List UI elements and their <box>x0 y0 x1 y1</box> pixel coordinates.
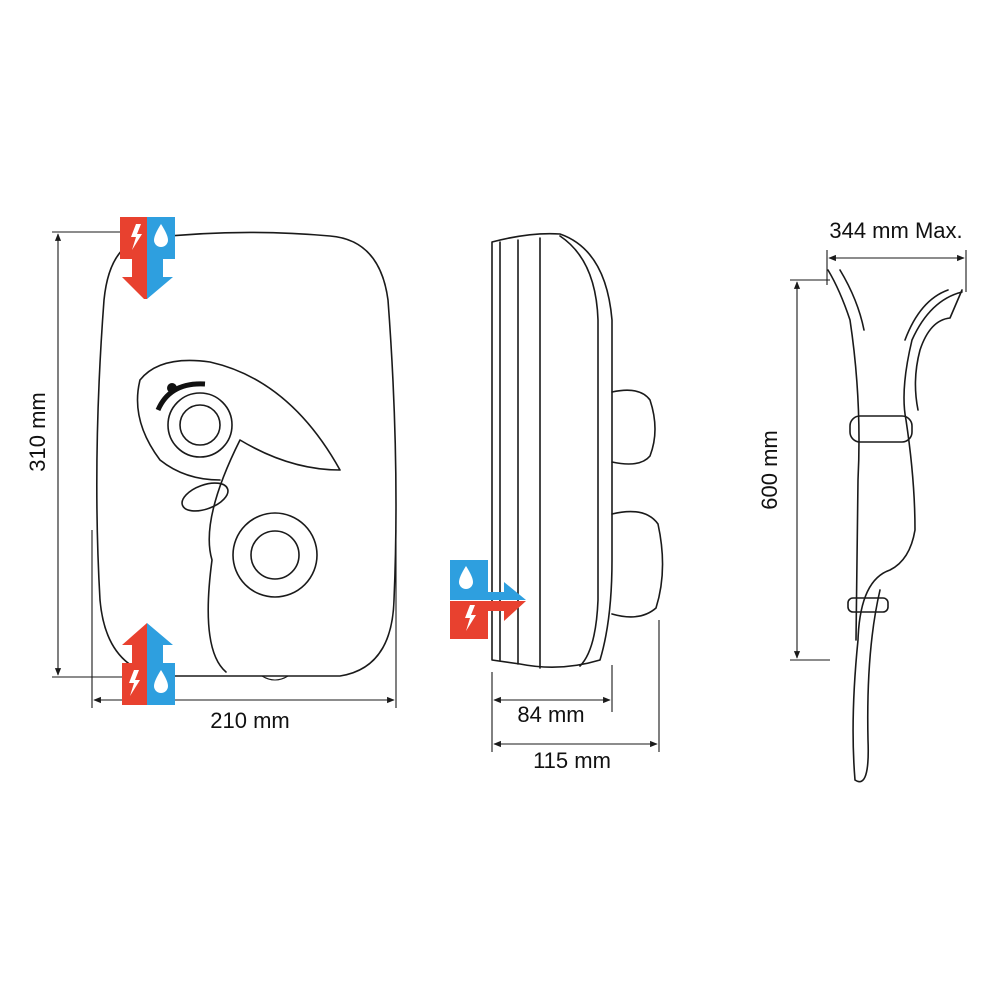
front-control-panel <box>136 359 341 673</box>
lower-bracket <box>847 597 889 613</box>
temperature-knob <box>167 392 233 458</box>
front-height-label: 310 mm <box>25 392 50 471</box>
temperature-scale-icon <box>155 381 206 412</box>
bottom-inlet-icon <box>122 623 175 705</box>
handset-reach-label: 344 mm Max. <box>829 218 962 243</box>
front-logo-oval <box>181 482 229 512</box>
side-lower-knob <box>611 510 664 618</box>
body-depth-label: 84 mm <box>517 702 584 727</box>
water-drop-icon <box>147 623 175 705</box>
handset <box>904 289 963 411</box>
front-body-outline <box>96 231 397 677</box>
electric-bolt-icon <box>450 601 526 639</box>
front-outlet <box>261 675 289 681</box>
slider-bracket <box>849 415 913 443</box>
temperature-knob-inner <box>179 404 221 446</box>
power-knob-inner <box>250 530 300 580</box>
front-view: 310 mm 210 mm <box>25 231 397 733</box>
rail-height-label: 600 mm <box>757 430 782 509</box>
handset-hose <box>852 291 963 783</box>
front-width-label: 210 mm <box>210 708 289 733</box>
top-inlet-icon <box>120 217 175 299</box>
side-upper-knob <box>611 389 656 465</box>
side-body-outline <box>491 232 613 668</box>
power-knob <box>232 512 318 598</box>
side-view: 84 mm 115 mm <box>491 232 664 773</box>
water-drop-icon <box>147 217 175 299</box>
electric-bolt-icon <box>122 623 147 705</box>
water-drop-icon <box>450 560 526 600</box>
electric-bolt-icon <box>120 217 147 299</box>
rail <box>827 269 865 641</box>
riser-rail-view: 600 mm 344 mm Max. <box>757 218 967 783</box>
side-inlet-icon <box>450 560 526 639</box>
total-depth-label: 115 mm <box>533 748 611 773</box>
person-icon <box>167 383 177 393</box>
